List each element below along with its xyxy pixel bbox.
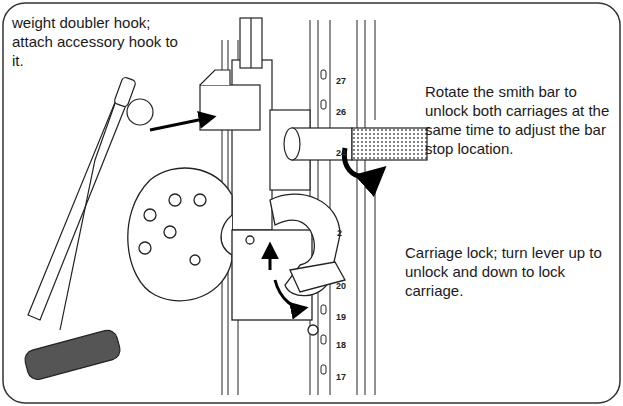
callout-text: Carriage lock; turn lever up to unlock a… — [405, 243, 615, 300]
position-number: 26 — [336, 107, 354, 117]
accessory-handle — [23, 76, 153, 381]
spacer-line — [382, 125, 425, 140]
position-number: 17 — [336, 372, 354, 382]
unlock-arrow — [269, 245, 272, 270]
position-number: 2 — [337, 228, 355, 238]
rotate-arrow — [344, 148, 382, 177]
position-number: 19 — [336, 312, 354, 322]
hook-arrow — [150, 117, 213, 130]
position-number: 24 — [336, 148, 354, 158]
position-number: 27 — [336, 76, 354, 86]
smith-bar — [284, 128, 430, 160]
carriage-lock — [232, 194, 345, 335]
pulley-cam — [128, 168, 232, 301]
lock-arrow — [275, 280, 305, 308]
position-number: 20 — [336, 281, 354, 291]
frame-border — [3, 3, 620, 403]
position-number: 18 — [336, 340, 354, 350]
upright-frame — [222, 20, 375, 395]
callout-text: weight doubler hook; attach accessory ho… — [12, 13, 187, 70]
callout-text: Rotate the smith bar to unlock both carr… — [425, 82, 615, 158]
